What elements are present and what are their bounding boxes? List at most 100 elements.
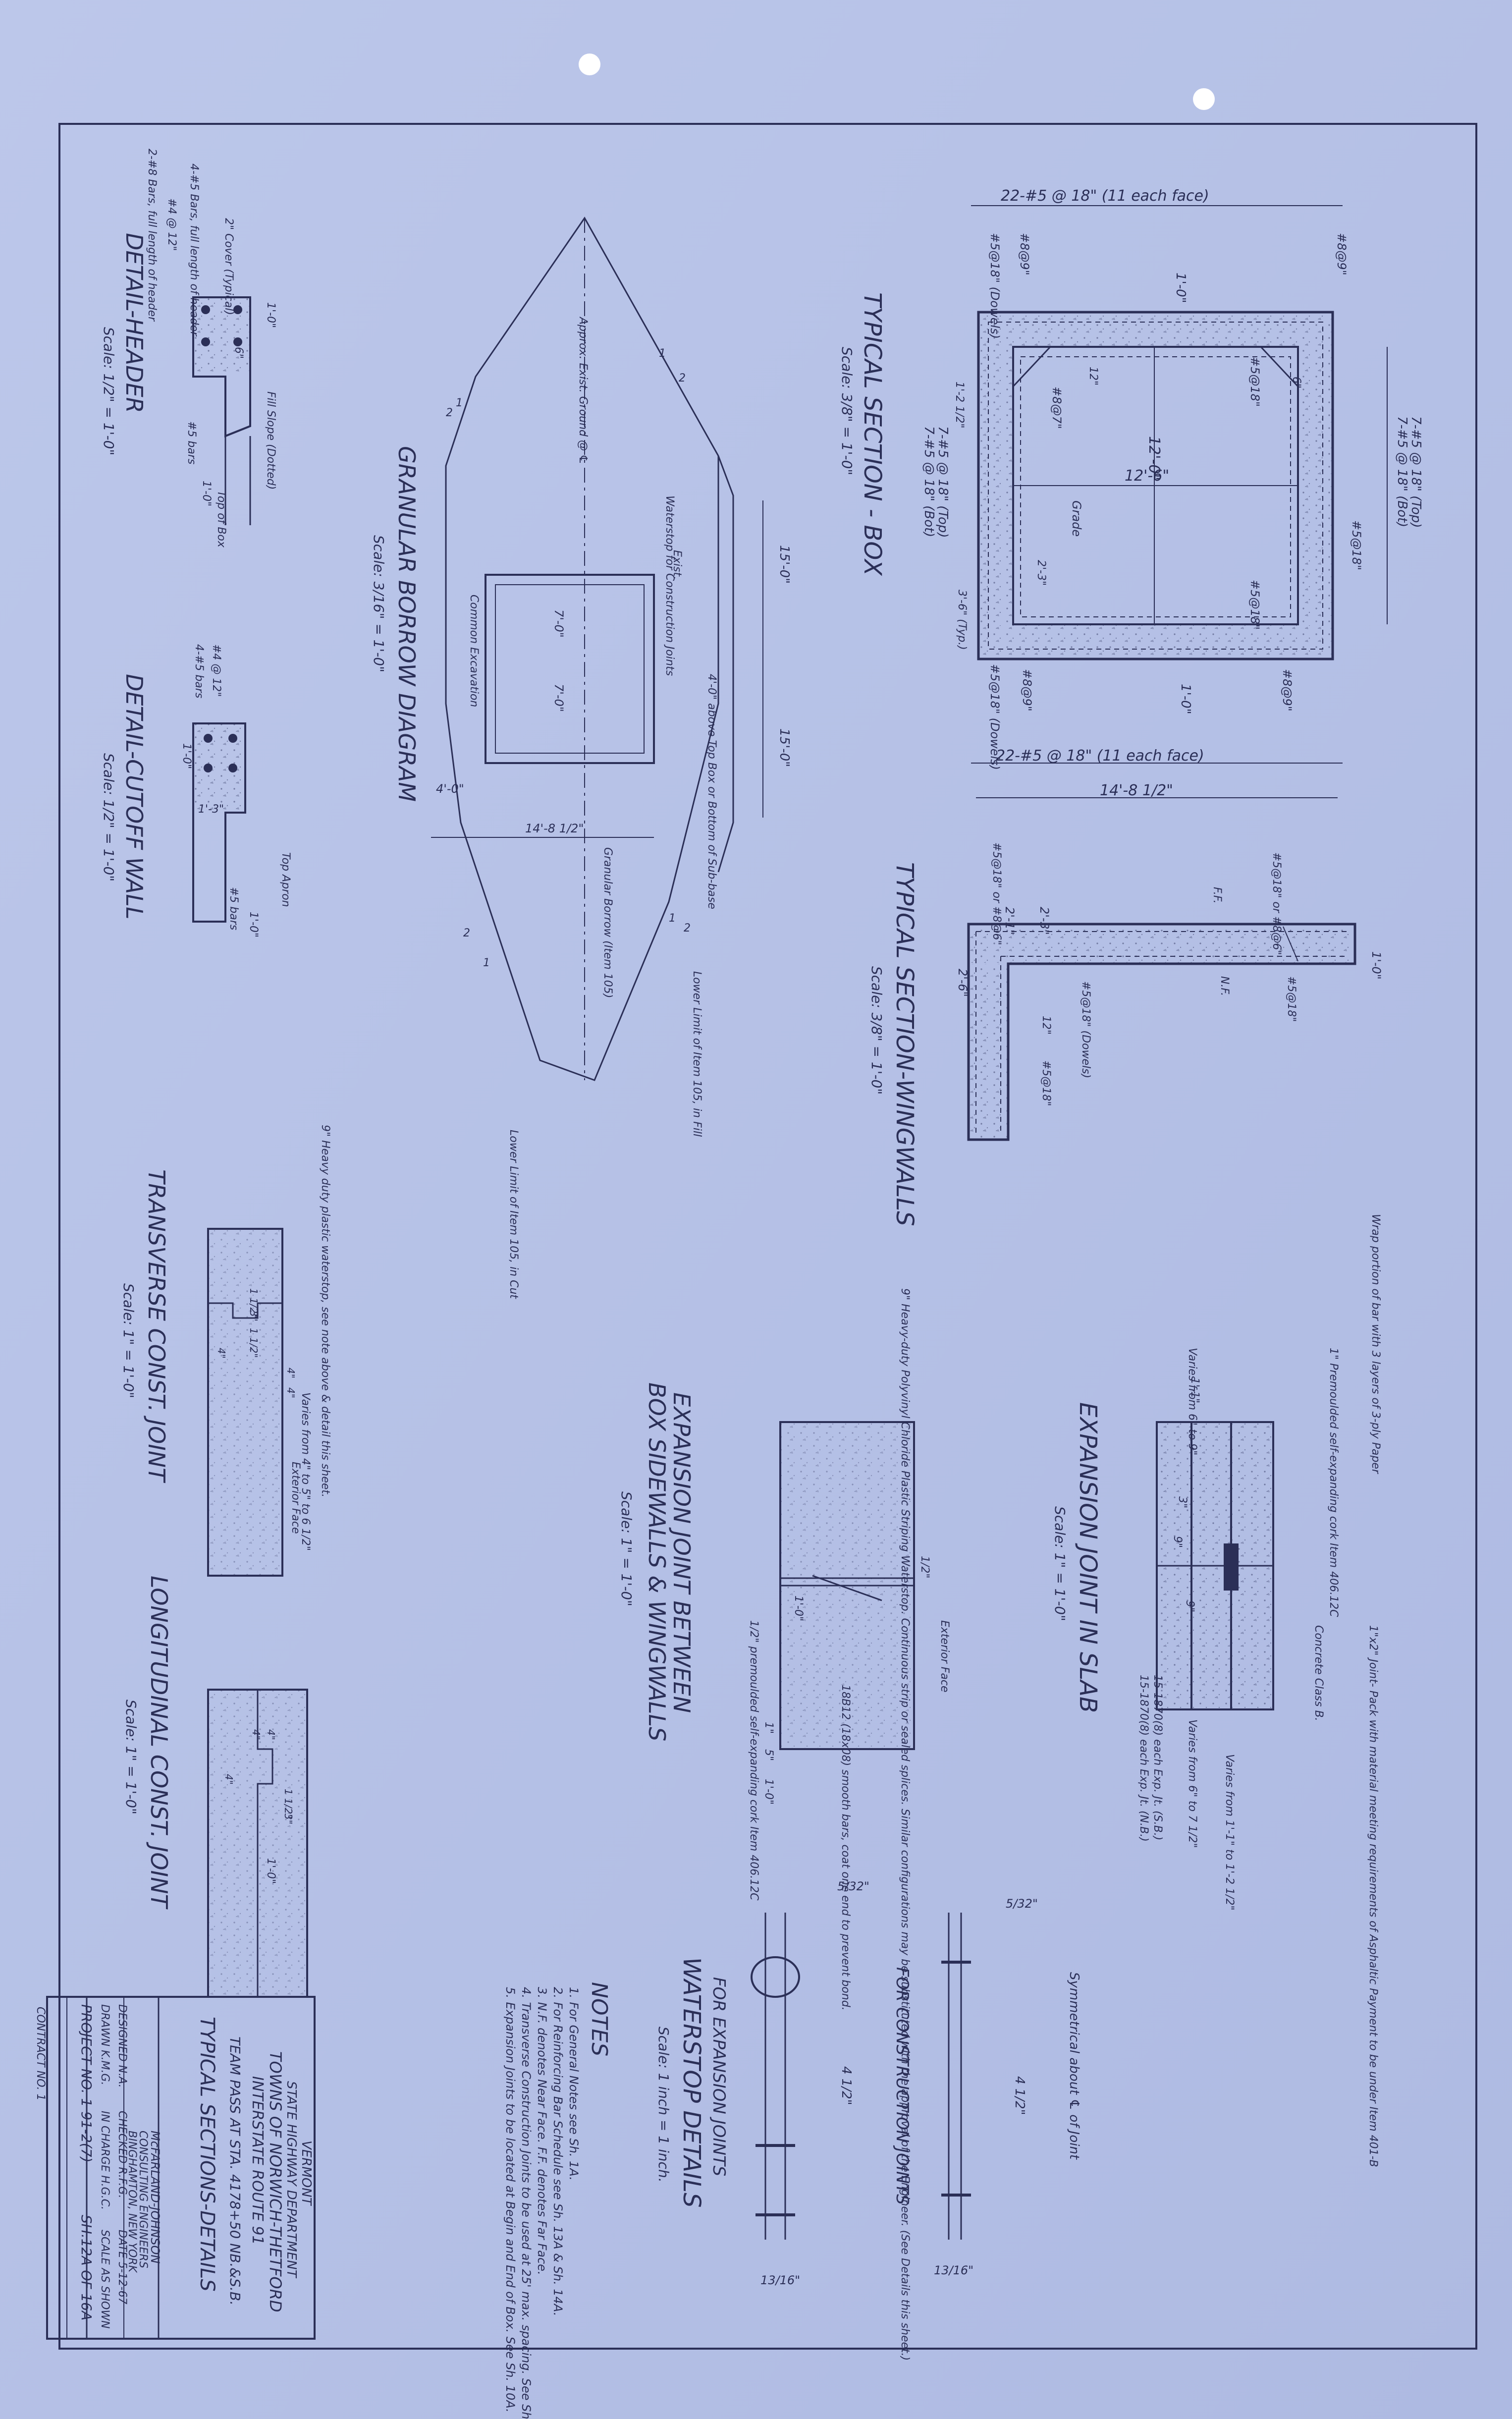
waterstop-dim-5-32a: 5/32"	[1006, 1897, 1038, 1911]
expansion-joint-box: EXPANSION JOINT BETWEEN BOX SIDEWALLS & …	[618, 1288, 951, 2361]
box-scale: Scale: 3/8" = 1'-0"	[839, 347, 855, 475]
box-bottom-bars-label: 22-#5 @ 18" (11 each face)	[996, 747, 1204, 765]
slab-joint-dim-9b: 9"	[1184, 1600, 1196, 1612]
note-2: 2. For Reinforcing Bar Schedule see Sh. …	[551, 1987, 565, 2316]
cutoff-dim-1-0b: 1'-0"	[247, 912, 260, 937]
header-top-bars: 4-#5 Bars, full length of header	[188, 164, 200, 337]
box-joint-dim-1: 1"	[762, 1722, 775, 1734]
granular-slope-2d: 2	[463, 927, 470, 939]
title-designed: DESIGNED N.A.	[116, 2004, 128, 2088]
transverse-title: TRANSVERSE CONST. JOINT	[143, 1169, 170, 1484]
granular-exist: Exist.	[671, 550, 683, 580]
box-bar-5-18-a: #5@18"	[1248, 357, 1262, 407]
box-overall-width: 14'-8 1/2"	[1100, 782, 1173, 799]
granular-dim-7-0a: 7'-0"	[552, 609, 566, 638]
wing-far-face: F.F.	[1211, 887, 1223, 904]
granular-slope-1c: 1	[669, 912, 676, 925]
granular-dim-4-0: 4'-0"	[436, 782, 464, 796]
box-dim-6: 6"	[1290, 377, 1302, 388]
longitudinal-dim-b: 3"	[282, 1814, 294, 1824]
box-joint-dim-5: 5"	[762, 1749, 775, 1761]
detail-header: DETAIL-HEADER Scale: 1/2" = 1'-0" 4-#5 B…	[101, 149, 277, 548]
expansion-joint-slab: EXPANSION JOINT IN SLAB Scale: 1" = 1'-0…	[1052, 1214, 1382, 2167]
transverse-dim-c: 1 1/2"	[248, 1328, 260, 1358]
title-drawn: DRAWN K.M.G.	[99, 2004, 111, 2086]
box-title: TYPICAL SECTION - BOX	[859, 292, 886, 576]
box-bot-slab-bars-2: 7-#5 @ 18" (Bot)	[921, 426, 936, 537]
longitudinal-dim-4c: 4"	[223, 1774, 235, 1785]
waterstop-dim-13-16a: 13/16"	[934, 2263, 973, 2277]
wing-bars-b: #5@18" or #8@6"	[1270, 852, 1283, 955]
box-floor-thk: 1'-0"	[1178, 684, 1193, 715]
slab-joint-dowel-a: 15-1870(8) each Exp. Jt. (S.B.)	[1151, 1675, 1164, 1840]
typical-section-wingwalls: TYPICAL SECTION-WINGWALLS Scale: 3/8" = …	[868, 842, 1383, 1226]
box-bar-8-9-c: #8@9"	[1020, 669, 1034, 712]
title-pass: TEAM PASS AT STA. 4178+50 NB.&S.B.	[227, 2036, 243, 2306]
granular-slope-2b: 2	[446, 407, 453, 419]
notes-heading: NOTES	[587, 1982, 612, 2056]
slab-joint-title: EXPANSION JOINT IN SLAB	[1074, 1402, 1102, 1713]
box-top-slab-bars-1: 7-#5 @ 18" (Top)	[1408, 416, 1423, 528]
title-date: DATE 5-12-67	[116, 2230, 128, 2305]
box-bar-5-18-c: #5@18"	[1350, 520, 1363, 570]
wing-bars-d: #5@18"	[1040, 1060, 1052, 1106]
wing-dim-12: 12"	[1040, 1016, 1052, 1035]
granular-slope-1d: 1	[483, 957, 490, 969]
cutoff-bars-4: #4 @ 12"	[210, 644, 222, 697]
title-firm-1: McFARLAND-JOHNSON	[148, 2131, 162, 2263]
slab-joint-pack: 1"x2" Joint- Pack with material meeting …	[1367, 1625, 1379, 2167]
slab-joint-varies-b: Varies from 6" to 7 1/2"	[1186, 1719, 1198, 1848]
transverse-exterior-face: Exterior Face	[289, 1462, 302, 1534]
granular-lower-cut: Lower Limit of Item 105, in Cut	[507, 1130, 520, 1299]
cutoff-title: DETAIL-CUTOFF WALL	[121, 674, 148, 920]
box-dim-12: 12"	[1087, 367, 1099, 385]
note-4: 4. Transverse Construction Joints to be …	[519, 1987, 533, 2419]
transverse-scale: Scale: 1" = 1'-0"	[120, 1283, 137, 1398]
slab-joint-premolded: 1" Premoulded self-expanding cork Item 4…	[1327, 1348, 1340, 1617]
note-1: 1. For General Notes see Sh. 1A.	[567, 1987, 581, 2181]
longitudinal-dim-4b: 4"	[250, 1729, 262, 1740]
waterstop-dim-a: 4 1/2"	[1012, 2076, 1027, 2115]
box-bot-slab-bars-1: 7-#5 @ 18" (Top)	[935, 426, 950, 538]
wing-bars-a: #5@18" or #8@6"	[990, 842, 1003, 945]
box-bar-8-7: #8@7"	[1050, 386, 1064, 429]
box-joint-cork: 1/2" premoulded self-expanding cork Item…	[748, 1620, 760, 1901]
wing-bars-c: #5@18"	[1285, 976, 1297, 1022]
cutoff-bars-5: 4-#5 bars	[193, 644, 205, 698]
granular-title: GRANULAR BORROW DIAGRAM	[393, 446, 420, 802]
binder-hole-right	[1193, 88, 1215, 110]
transverse-varies: Varies from 4" to 5" to 6 1/2"	[299, 1392, 312, 1551]
header-title: DETAIL-HEADER	[121, 233, 148, 413]
box-joint-dim-half: 1/2"	[918, 1556, 931, 1579]
slab-joint-varies-a: Varies from 6" to 9"	[1186, 1348, 1198, 1455]
transverse-dim-4a: 4"	[216, 1348, 227, 1359]
wingwalls-scale: Scale: 3/8" = 1'-0"	[868, 966, 885, 1095]
box-joint-title-1: EXPANSION JOINT BETWEEN	[668, 1392, 695, 1713]
box-bar-8-9-a: #8@9"	[1018, 233, 1031, 275]
box-joint-dowels: 18B12 (18x08) smooth bars, coat one end …	[839, 1685, 852, 2011]
wing-dim-2-3: 2'-3"	[1037, 907, 1051, 935]
notes: NOTES 1. For General Notes see Sh. 1A. 2…	[503, 1982, 612, 2419]
title-state: VERMONT	[299, 2141, 314, 2206]
granular-lower-fill: Lower Limit of Item 105, in Fill	[691, 971, 703, 1137]
granular-slope-2c: 2	[684, 922, 691, 935]
transverse-dim-4b: 4"	[285, 1368, 297, 1378]
box-joint-dim-1-0b: 1'-0"	[762, 1779, 775, 1805]
title-firm-3: BINGHAMTON, NEW YORK	[126, 2131, 138, 2273]
granular-dim-7-0b: 7'-0"	[552, 684, 566, 712]
title-incharge: IN CHARGE H.G.C.	[99, 2111, 111, 2210]
box-bar-8-9-b: #8@9"	[1335, 233, 1349, 275]
box-dim-3-6: 3'-6" (Typ.)	[956, 590, 968, 650]
granular-width-right: 15'-0"	[777, 728, 792, 767]
transverse-dim-b: 3"	[248, 1311, 260, 1321]
expansion-joints-title: FOR EXPANSION JOINTS	[709, 1977, 729, 2176]
cutoff-top-apron: Top Apron	[279, 852, 292, 907]
granular-common-exc: Common Excavation	[468, 595, 480, 707]
header-cover: 2" Cover (Typical)	[222, 218, 235, 315]
header-fill: Fill Slope (Dotted)	[265, 391, 277, 490]
box-bar-8-9-d: #8@9"	[1280, 669, 1294, 712]
granular-existing-ground: Approx. Exist. Ground @ ℄	[577, 316, 589, 464]
box-top-bars-label: 22-#5 @ 18" (11 each face)	[1001, 187, 1209, 205]
cutoff-dim-1-3: 1'-3"	[198, 803, 224, 816]
waterstop-sym: Symmetrical about ℄ of Joint	[1067, 1972, 1081, 2160]
